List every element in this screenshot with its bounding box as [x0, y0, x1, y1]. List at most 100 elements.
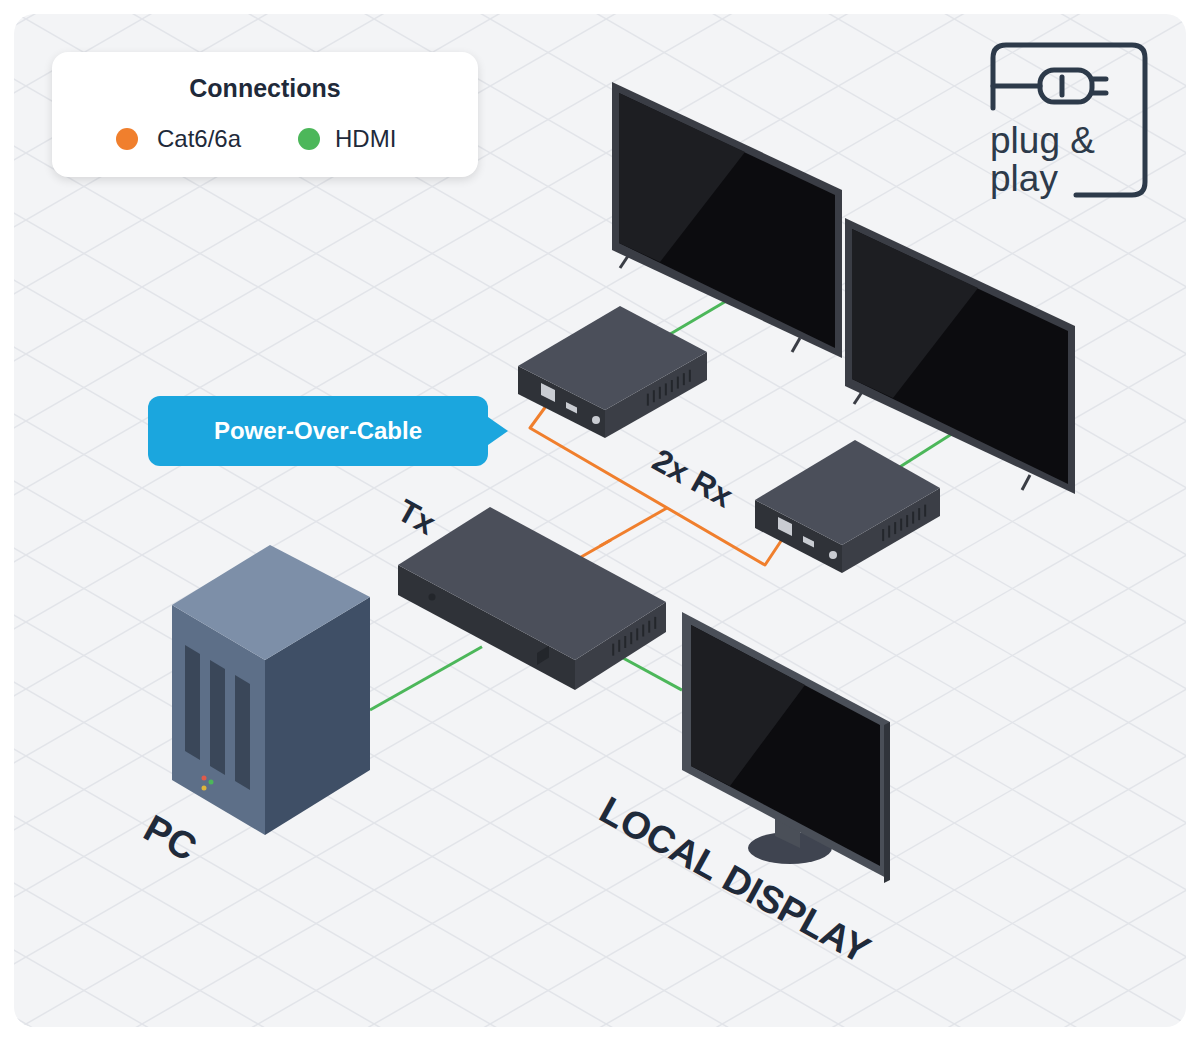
vent-slot	[630, 632, 632, 644]
tv-screen	[612, 82, 842, 358]
vent-slot	[888, 526, 890, 538]
grid-line	[14, 14, 1186, 630]
tv-screen	[852, 229, 978, 398]
vent-slot	[624, 636, 626, 648]
vent-slot	[636, 628, 638, 640]
transmitter-box	[398, 507, 666, 660]
grid-line	[14, 14, 1186, 704]
vent-slot	[648, 621, 650, 633]
tv-screen	[845, 218, 1075, 494]
grid-line	[14, 78, 1186, 771]
plug-and-play-icon	[1060, 77, 1065, 95]
vent-slot	[653, 390, 655, 402]
plug-and-play-text: plug & play	[990, 122, 1122, 198]
vent-slot	[677, 377, 679, 389]
tv-screen	[619, 93, 835, 348]
grid-line	[14, 14, 1186, 697]
callout-box: Power-Over-Cable	[148, 396, 488, 466]
plug-and-play-icon	[1040, 70, 1092, 102]
pc-tower	[172, 545, 370, 835]
vent-slot	[882, 529, 884, 541]
legend-text: HDMI	[335, 127, 396, 151]
power-led	[429, 594, 436, 601]
monitor	[884, 722, 890, 883]
hdmi-port	[537, 646, 549, 665]
status-led	[202, 776, 207, 781]
plug-and-play-icon	[993, 84, 1040, 89]
monitor	[682, 612, 890, 883]
pc: PC	[172, 540, 370, 835]
pc-tower	[210, 660, 225, 775]
receiver-box	[755, 440, 940, 573]
floor-grid	[14, 14, 1186, 1027]
grid-line	[14, 138, 1186, 831]
tv-screen	[620, 256, 628, 268]
legend-swatch	[116, 128, 138, 150]
pc-tower	[185, 645, 200, 760]
grid-line	[14, 14, 1186, 563]
tv-screen	[612, 82, 842, 358]
device-label: Tx	[392, 494, 440, 540]
tv-screen	[1022, 475, 1030, 490]
grid-line	[14, 205, 1186, 898]
device-label: PC	[138, 809, 203, 868]
vent-slot	[618, 640, 620, 652]
hdmi-port	[566, 402, 577, 414]
grid-line	[14, 413, 1186, 1027]
status-led	[202, 786, 207, 791]
receiver-group: 2x Rx	[515, 300, 945, 540]
grid-line	[14, 212, 1186, 905]
local-display: LOCAL DISPLAY	[682, 610, 890, 880]
grid-line	[14, 614, 1186, 1027]
vent-slot	[654, 617, 656, 629]
grid-line	[14, 14, 1186, 570]
tv-screen	[852, 229, 1068, 484]
tv-screen	[854, 392, 862, 404]
vent-slot	[659, 387, 661, 399]
transmitter: Tx	[482, 560, 640, 650]
vent-slot	[665, 383, 667, 395]
vent-slot	[671, 380, 673, 392]
tv-screen	[845, 218, 1075, 494]
legend-swatch	[298, 128, 320, 150]
vent-slot	[647, 394, 649, 406]
grid-line	[14, 145, 1186, 838]
status-led	[209, 780, 214, 785]
grid-line	[14, 1009, 1186, 1027]
transmitter-box	[398, 507, 666, 690]
receiver-box	[755, 440, 940, 545]
receiver-box	[518, 306, 707, 438]
grid-line	[14, 808, 1186, 1027]
vent-slot	[918, 508, 920, 520]
vent-slot	[924, 505, 926, 517]
grid-line	[14, 1016, 1186, 1027]
vent-slot	[612, 644, 614, 656]
vent-slot	[906, 515, 908, 527]
monitor	[682, 612, 890, 880]
grid-line	[14, 14, 1186, 503]
grid-line	[14, 406, 1186, 1027]
hdmi-cable	[370, 647, 482, 710]
grid-line	[14, 473, 1186, 1027]
pc-tower	[235, 675, 250, 790]
grid-line	[14, 14, 1186, 34]
receiver-box	[518, 306, 707, 410]
grid-line	[14, 480, 1186, 1027]
vent-slot	[642, 625, 644, 637]
rj45-port	[778, 517, 792, 536]
monitor	[691, 625, 805, 786]
vent-slot	[689, 370, 691, 382]
grid-line	[14, 875, 1186, 1027]
device-label: LOCAL DISPLAY	[594, 790, 877, 970]
device-label: 2x Rx	[647, 443, 737, 512]
tv-screen	[792, 338, 800, 352]
hdmi-port	[803, 536, 814, 548]
pc-tower	[172, 545, 370, 660]
rj45-port	[541, 383, 555, 402]
cat6-cable	[530, 402, 785, 565]
vent-slot	[683, 373, 685, 385]
legend-text: Cat6/6a	[157, 127, 241, 151]
grid-line	[14, 882, 1186, 1027]
vent-slot	[894, 522, 896, 534]
power-socket	[592, 416, 600, 424]
